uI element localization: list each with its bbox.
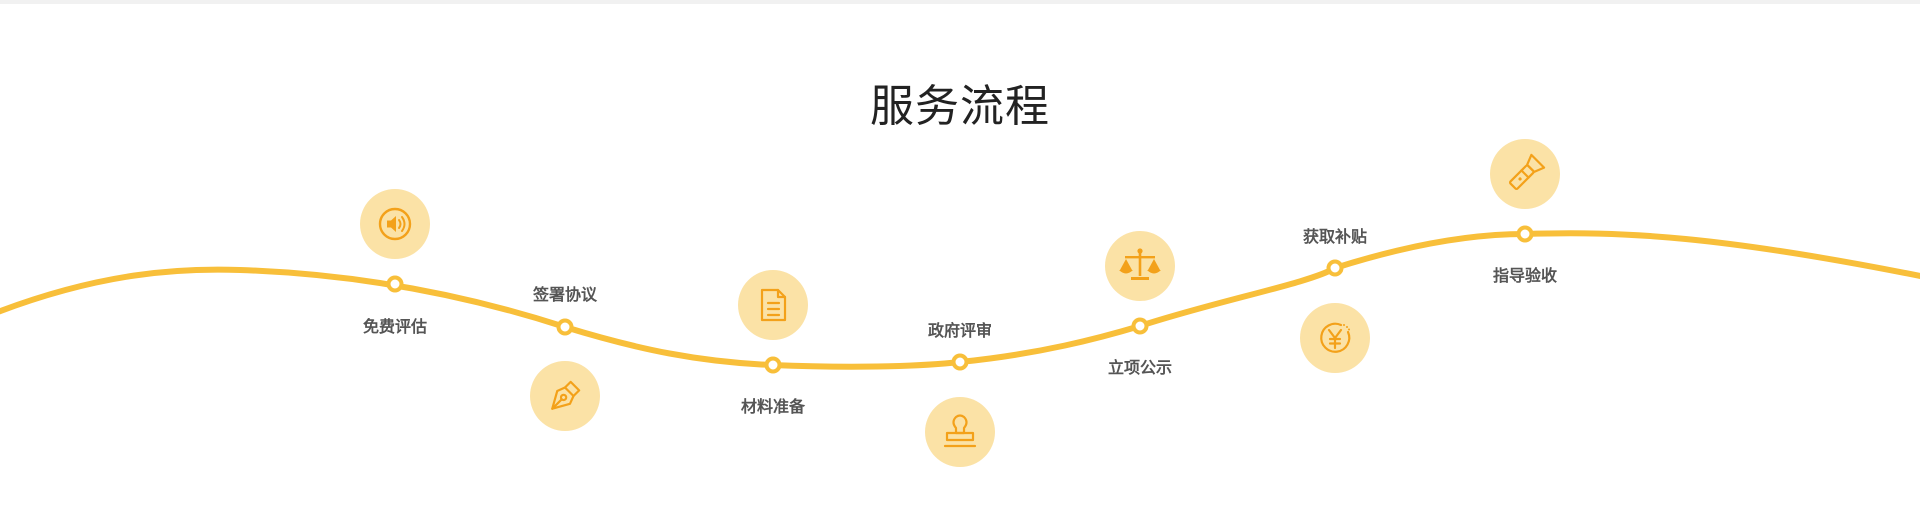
speaker-icon <box>360 189 430 259</box>
flow-node <box>1131 317 1149 335</box>
flow-step: 指导验收 <box>1490 139 1560 285</box>
step-label: 免费评估 <box>363 317 427 336</box>
step-label: 签署协议 <box>532 285 598 304</box>
stamp-icon <box>925 397 995 467</box>
top-divider <box>0 0 1920 4</box>
step-label: 获取补贴 <box>1303 227 1367 246</box>
scales-icon <box>1105 231 1175 301</box>
flow-step: 政府评审 <box>925 321 995 467</box>
pen-nib-icon <box>530 361 600 431</box>
yuan-coin-icon <box>1300 303 1370 373</box>
flow-curve <box>0 230 1920 370</box>
flow-node <box>764 356 782 374</box>
flow-step: 材料准备 <box>738 270 808 416</box>
flow-node <box>1516 225 1534 243</box>
flow-node <box>1326 259 1344 277</box>
page-title: 服务流程 <box>870 82 1050 131</box>
flow-step: 免费评估 <box>360 189 430 336</box>
icon-badge <box>738 270 808 340</box>
document-icon <box>738 270 808 340</box>
flow-node <box>951 353 969 371</box>
step-label: 指导验收 <box>1493 266 1557 285</box>
step-label: 材料准备 <box>741 397 806 416</box>
flow-node <box>386 275 404 293</box>
flow-step: 立项公示 <box>1105 231 1175 377</box>
flow-step: 获取补贴 <box>1300 227 1370 373</box>
step-label: 立项公示 <box>1108 358 1172 377</box>
flow-step: 签署协议 <box>530 285 600 431</box>
flashlight-icon <box>1490 139 1560 209</box>
flow-node <box>556 318 574 336</box>
step-label: 政府评审 <box>928 321 992 340</box>
